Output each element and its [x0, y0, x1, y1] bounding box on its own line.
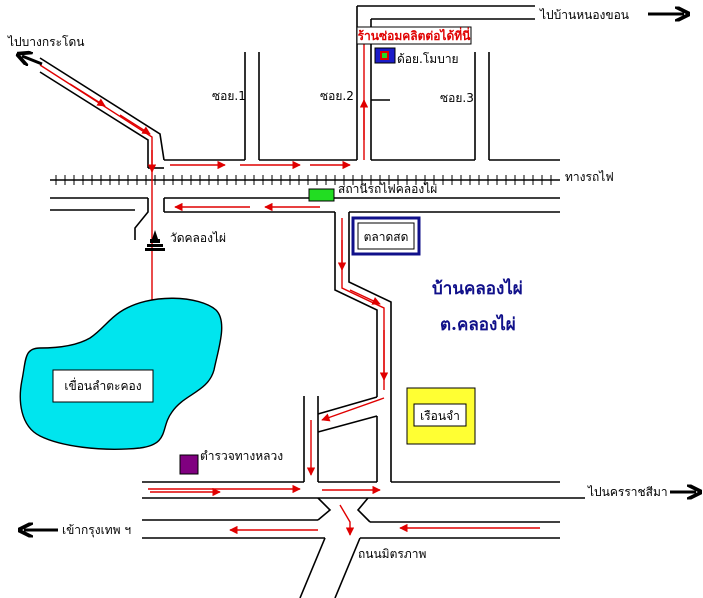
shop-icon [374, 47, 396, 64]
dam-label: เขื่อนลำตะคอง [64, 377, 141, 393]
police-marker [179, 454, 199, 475]
dam-label-box [52, 369, 154, 403]
arrow-up-left-icon [22, 56, 43, 64]
station-marker [308, 188, 335, 202]
soi3-label: ซอย.3 [440, 91, 474, 105]
police-label: ตำรวจทางหลวง [200, 449, 283, 463]
boathouse-label: เรือนจำ [420, 409, 460, 423]
temple-icon [145, 230, 165, 251]
station-label: สถานีรถไฟคลองไผ่ [338, 182, 437, 196]
to-bangkok-label: เข้ากรุงเทพ ฯ [62, 523, 131, 538]
temple-label: วัดคลองไผ่ [170, 231, 226, 245]
roads [39, 5, 585, 598]
route-line [39, 29, 540, 536]
village-label: บ้านคลองไผ่ [432, 278, 523, 299]
top-right-destination: ไปบ้านหนองขอน [539, 8, 629, 22]
shop-owner-label: ด้อย.โมบาย [397, 52, 459, 66]
market-label: ตลาดสด [364, 230, 409, 244]
railway-track [50, 175, 560, 185]
subdistrict-label: ต.คลองไผ่ [440, 314, 516, 335]
to-korat-label: ไปนครราชสีมา [587, 485, 668, 499]
road-name-label: ถนนมิตรภาพ [358, 547, 426, 561]
shop-label: ร้านซ่อมคลิตต่อได้ที่นี่ [358, 27, 472, 43]
shop-label-box [356, 26, 472, 45]
soi2-label: ซอย.2 [320, 89, 354, 103]
top-left-destination: ไปบางกระโดน [7, 35, 84, 49]
soi1-label: ซอย.1 [212, 89, 246, 103]
railway-label: ทางรถไฟ [565, 170, 614, 184]
